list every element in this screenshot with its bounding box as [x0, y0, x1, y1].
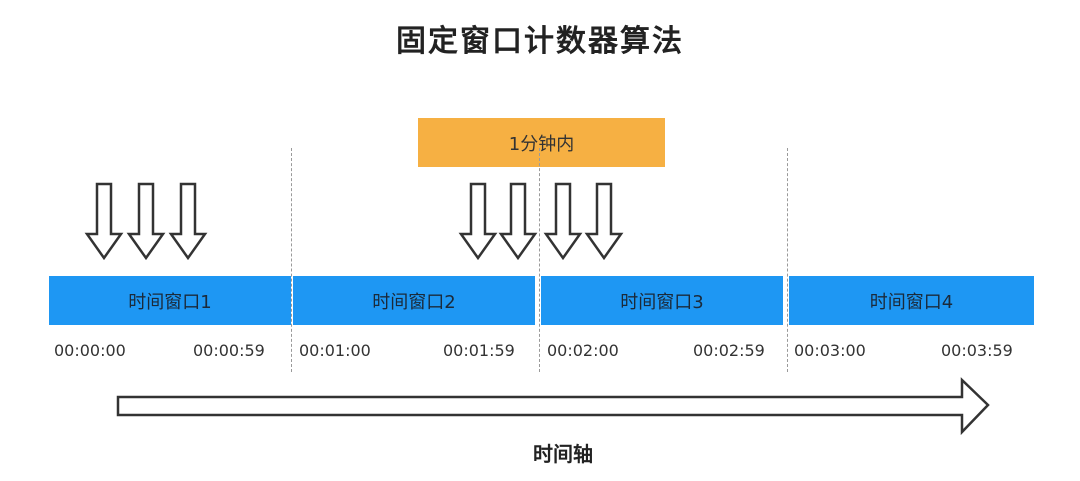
window-divider [291, 148, 292, 372]
request-arrow-icon [543, 182, 583, 260]
window-label: 时间窗口3 [620, 291, 704, 313]
window-label: 时间窗口1 [128, 291, 212, 313]
time-window-4: 时间窗口4 [789, 276, 1034, 325]
request-arrow-icon [498, 182, 538, 260]
window-divider [787, 148, 788, 372]
window-end-time: 00:02:59 [693, 341, 765, 360]
window-divider [539, 148, 540, 372]
window-end-time: 00:00:59 [193, 341, 265, 360]
window-label: 时间窗口4 [869, 291, 954, 313]
window-start-time: 00:01:00 [299, 341, 371, 360]
request-arrow-icon [168, 182, 208, 260]
window-end-time: 00:03:59 [941, 341, 1013, 360]
request-arrow-icon [84, 182, 124, 260]
time-window-2: 时间窗口2 [293, 276, 535, 325]
request-arrow-icon [458, 182, 498, 260]
highlight-label: 1分钟内 [508, 133, 575, 155]
window-start-time: 00:00:00 [54, 341, 126, 360]
window-start-time: 00:03:00 [794, 341, 866, 360]
time-axis-label: 时间轴 [533, 442, 593, 466]
window-label: 时间窗口2 [372, 291, 456, 313]
request-arrow-icon [584, 182, 624, 260]
window-end-time: 00:01:59 [443, 341, 515, 360]
diagram-title: 固定窗口计数器算法 [396, 24, 684, 59]
time-window-1: 时间窗口1 [49, 276, 291, 325]
request-arrow-icon [126, 182, 166, 260]
one-minute-highlight: 1分钟内 [418, 118, 665, 167]
time-window-3: 时间窗口3 [541, 276, 783, 325]
window-start-time: 00:02:00 [547, 341, 619, 360]
